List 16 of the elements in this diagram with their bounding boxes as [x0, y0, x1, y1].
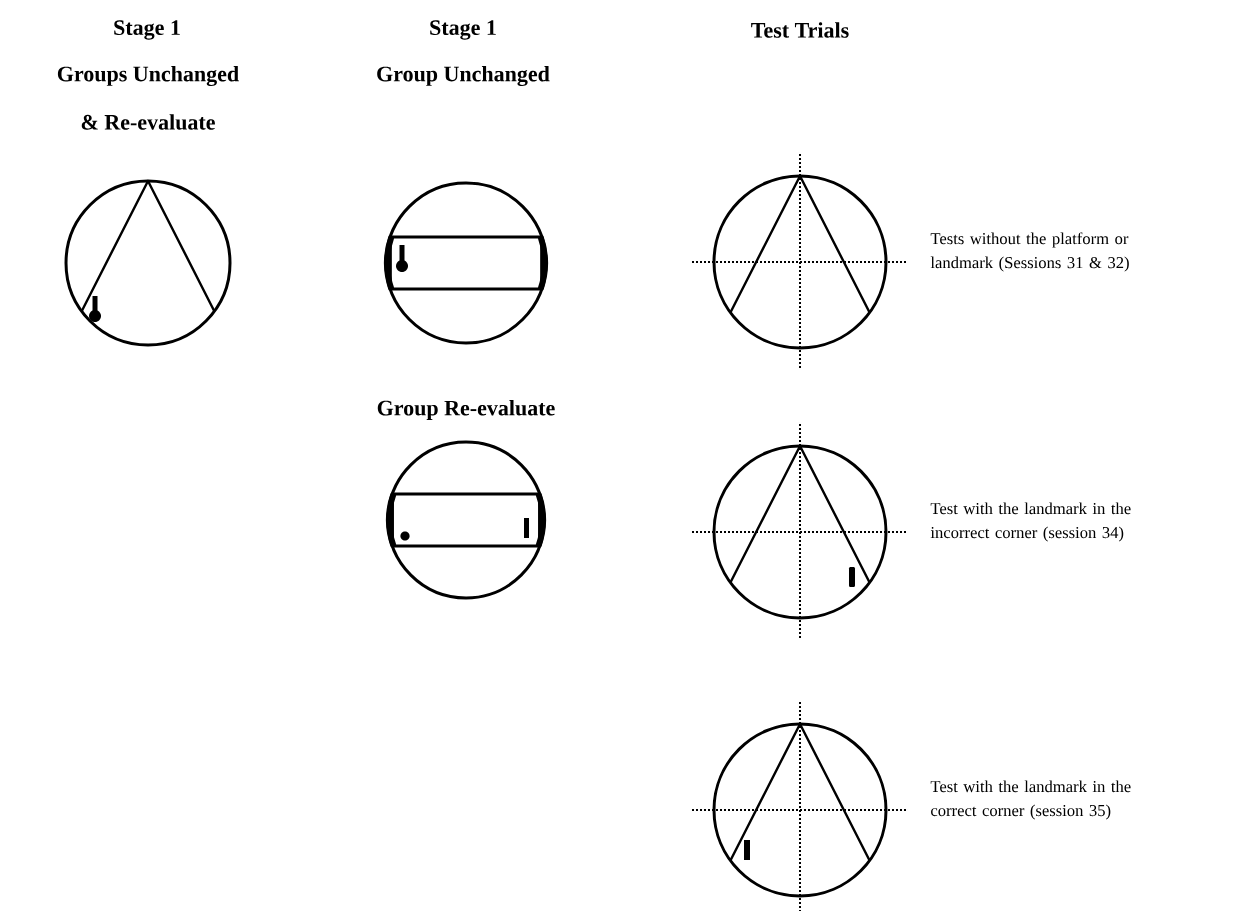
caption-text: Test with the landmark in the incorrect corner (session 34)	[930, 502, 1131, 542]
pool-circle	[712, 722, 888, 898]
caption-text: Test with the landmark in the correct corner (session 35)	[930, 780, 1131, 820]
caption-text: Tests without the platform or landmark (Sessions 31 & 32)	[930, 232, 1129, 272]
pool-circle	[712, 174, 888, 350]
heading: Groups Unchanged	[57, 65, 239, 87]
heading: Group Re-evaluate	[377, 400, 555, 420]
pool-circle	[712, 444, 888, 620]
heading: Stage 1	[114, 20, 180, 40]
pool-circle	[386, 440, 546, 600]
pool-circle	[384, 181, 548, 345]
heading: Group Unchanged	[377, 65, 550, 87]
pool-circle	[64, 179, 232, 347]
heading: & Re-evaluate	[81, 114, 215, 130]
heading: Stage 1	[430, 20, 496, 40]
heading: Test Trials	[751, 22, 849, 38]
